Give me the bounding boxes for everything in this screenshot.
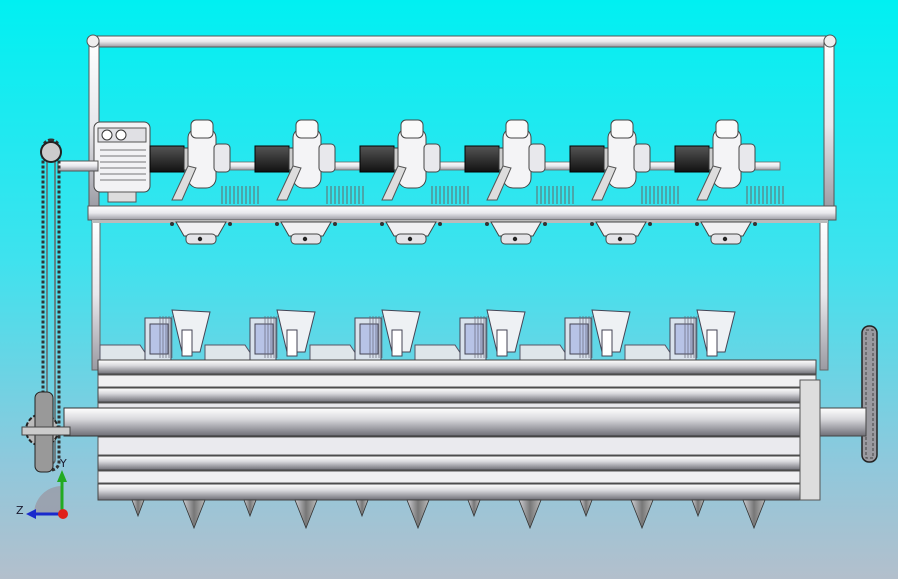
furrow-blade <box>742 499 766 530</box>
triad-origin <box>58 509 68 519</box>
furrow-blade <box>243 499 257 518</box>
servo-motor <box>359 145 395 173</box>
furrow-opener-blades <box>131 499 766 530</box>
top-frame <box>86 34 837 211</box>
servo-motor <box>674 145 710 173</box>
metering-unit <box>674 119 784 245</box>
furrow-blade <box>467 499 481 518</box>
servo-motor <box>254 145 290 173</box>
seed-funnel <box>700 221 752 237</box>
furrow-blade <box>691 499 705 518</box>
furrow-blade <box>579 499 593 518</box>
furrow-blade <box>406 499 430 530</box>
furrow-blade <box>355 499 369 518</box>
left-chain-drive <box>25 138 62 473</box>
servo-motor <box>149 145 185 173</box>
seed-funnel <box>280 221 332 237</box>
metering-unit <box>569 119 679 245</box>
seed-funnel <box>595 221 647 237</box>
metering-unit <box>464 119 574 245</box>
furrow-blade <box>294 499 318 530</box>
right-wheel <box>817 325 878 463</box>
y-axis-arrowhead <box>57 470 67 482</box>
metering-units <box>149 119 784 245</box>
metering-unit <box>254 119 364 245</box>
servo-motor <box>464 145 500 173</box>
furrow-blade <box>182 499 206 530</box>
metering-unit <box>359 119 469 245</box>
motor <box>57 121 151 203</box>
y-axis-label: Y <box>60 457 67 470</box>
furrow-blade <box>131 499 145 518</box>
servo-motor <box>569 145 605 173</box>
seed-hopper <box>99 309 211 453</box>
main-frame <box>87 205 837 371</box>
furrow-blade <box>630 499 654 530</box>
metering-unit <box>149 119 259 245</box>
roller-bed <box>21 359 821 501</box>
coordinate-triad <box>26 470 68 519</box>
z-axis-arrowhead <box>26 509 36 519</box>
z-axis-label: Z <box>16 504 24 517</box>
seed-funnel <box>175 221 227 237</box>
furrow-blade <box>518 499 542 530</box>
seed-funnel <box>490 221 542 237</box>
seed-funnel <box>385 221 437 237</box>
